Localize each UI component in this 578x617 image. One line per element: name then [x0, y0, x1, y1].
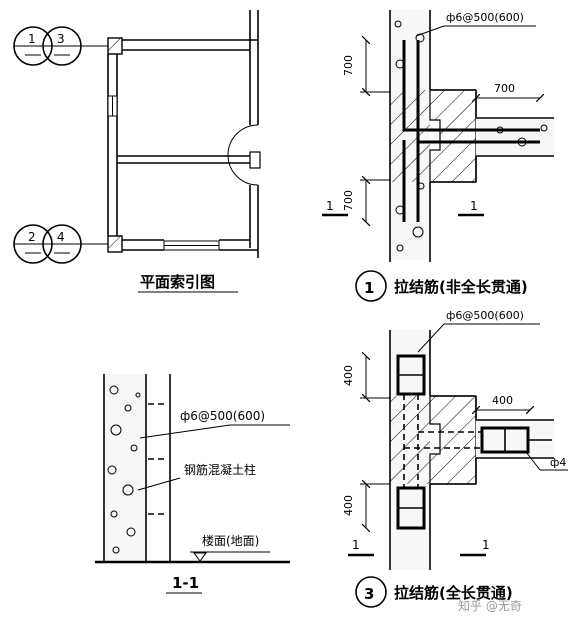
index-marker-bottom: 2 4	[13, 224, 108, 264]
detail1-cut-left: 1	[326, 199, 334, 213]
detail3-rebar-label: ф6@500(600)	[446, 309, 524, 322]
marker-bottom-num: 2	[28, 230, 36, 244]
detail-1-view: 700 700 700 ф6@500(600) 1 1 1 拉结筋(非全长贯通)	[322, 10, 554, 302]
detail1-dim-top: 700	[342, 55, 355, 76]
section-caption: 1-1	[172, 574, 199, 592]
section-rebar-label: ф6@500(600)	[180, 409, 265, 423]
detail3-dim-top: 400	[342, 365, 355, 386]
detail3-tie-label: ф4	[550, 456, 566, 469]
index-marker-top: 1 3	[13, 26, 108, 66]
section-1-1-view: ф6@500(600) 钢筋混凝土柱 楼面(地面) 1-1	[95, 374, 290, 594]
detail1-dim-horizontal: 700	[494, 82, 515, 95]
watermark: 知乎 @无奇	[458, 599, 522, 613]
detail3-cut-left: 1	[352, 538, 360, 552]
detail1-cut-right: 1	[470, 199, 478, 213]
detail1-dim-bottom: 700	[342, 190, 355, 211]
marker-top-sec: 3	[57, 32, 65, 46]
detail3-cut-right: 1	[482, 538, 490, 552]
detail3-dim-horizontal: 400	[492, 394, 513, 407]
detail3-dim-bottom: 400	[342, 495, 355, 516]
section-floor-label: 楼面(地面)	[202, 533, 259, 548]
concrete-aggregate	[107, 385, 141, 554]
plan-walls	[107, 10, 261, 258]
detail3-circle-num: 3	[364, 585, 374, 603]
marker-top-num: 1	[28, 32, 36, 46]
detail-3-view: 400 400 400 ф6@500(600) ф4 1 1 3 拉结筋(全长贯…	[342, 309, 568, 613]
section-column-label: 钢筋混凝土柱	[184, 462, 256, 477]
detail1-rebar-label: ф6@500(600)	[446, 11, 524, 24]
marker-bottom-sec: 4	[57, 230, 65, 244]
detail3-caption: 拉结筋(全长贯通)	[394, 584, 513, 602]
detail1-circle-num: 1	[364, 279, 374, 297]
plan-index-view: 1 3 2 4	[13, 10, 261, 293]
detail1-caption: 拉结筋(非全长贯通)	[394, 278, 528, 296]
plan-caption: 平面索引图	[140, 273, 215, 291]
